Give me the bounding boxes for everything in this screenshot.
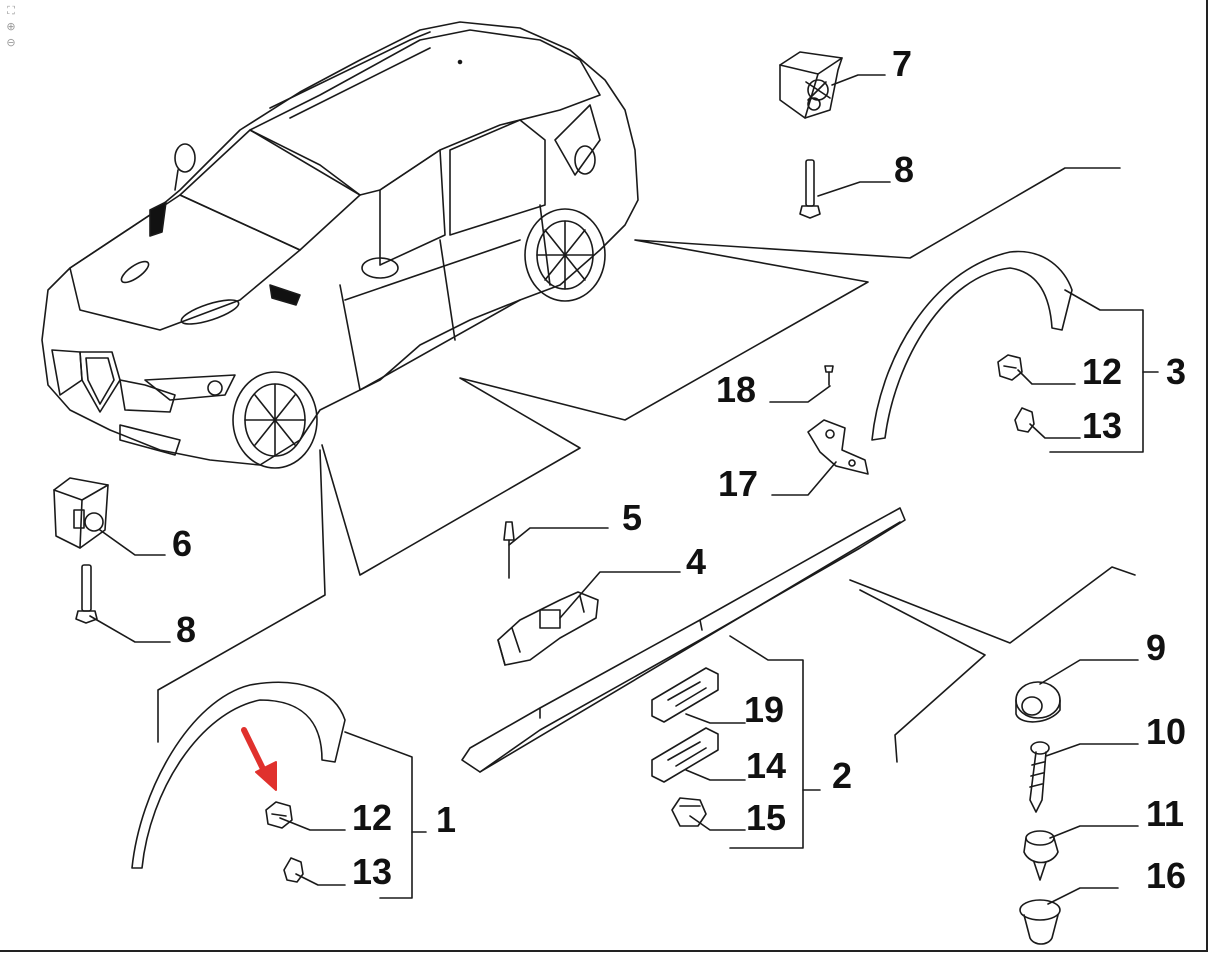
callout-7: 7 xyxy=(892,43,912,84)
part-9-nut xyxy=(1015,681,1061,723)
callout-19: 19 xyxy=(744,689,784,730)
part-4-mounting-module xyxy=(497,591,599,666)
viewer-toolbar: ⛶ ⊕ ⊖ xyxy=(4,4,20,52)
highlight-arrow xyxy=(241,727,277,791)
part-19-clip xyxy=(651,667,719,723)
callout-16: 16 xyxy=(1146,855,1186,896)
part-15-grommet xyxy=(671,797,707,827)
callout-17: 17 xyxy=(718,463,758,504)
callout-10: 10 xyxy=(1146,711,1186,752)
part-6-bracket-block xyxy=(53,477,109,549)
callout-13-lower: 13 xyxy=(352,851,392,892)
callout-6: 6 xyxy=(172,523,192,564)
part-8-bolt-left xyxy=(75,564,98,624)
part-14-clip xyxy=(651,727,719,783)
fit-page-icon[interactable]: ⛶ xyxy=(7,4,15,17)
part-12-clip-upper xyxy=(997,354,1023,381)
part-12-clip-lower xyxy=(265,801,293,829)
part-17-bracket xyxy=(807,419,869,475)
callout-labels: 7 8 12 3 13 18 17 5 6 4 8 9 19 10 14 2 1… xyxy=(172,43,1186,896)
callout-2: 2 xyxy=(832,755,852,796)
part-2-side-sill xyxy=(461,507,906,773)
callout-3: 3 xyxy=(1166,351,1186,392)
callout-11: 11 xyxy=(1146,793,1184,834)
callout-9: 9 xyxy=(1146,627,1166,668)
part-5-pin xyxy=(503,521,515,579)
part-1-front-wheel-arch xyxy=(131,681,346,869)
callout-leader-lines xyxy=(89,74,1159,905)
callout-12-lower: 12 xyxy=(352,797,392,838)
callout-14: 14 xyxy=(746,745,786,786)
part-16-cap xyxy=(1019,899,1061,945)
callout-4: 4 xyxy=(686,541,706,582)
zoom-in-icon[interactable]: ⊕ xyxy=(6,20,16,33)
callout-8-lower: 8 xyxy=(176,609,196,650)
part-10-screw xyxy=(1029,741,1050,813)
callout-5: 5 xyxy=(622,497,642,538)
part-18-screw xyxy=(824,365,834,386)
callout-12: 12 xyxy=(1082,351,1122,392)
callout-13: 13 xyxy=(1082,405,1122,446)
part-8-bolt-top xyxy=(799,159,821,219)
explode-guide-lines xyxy=(157,167,1136,763)
part-11-push-clip xyxy=(1023,830,1059,881)
callout-1: 1 xyxy=(436,799,456,840)
part-3-rear-wheel-arch xyxy=(871,250,1073,441)
part-7-bracket-block xyxy=(779,51,843,119)
part-13-clip-lower xyxy=(283,857,304,883)
callout-8: 8 xyxy=(894,149,914,190)
part-13-clip-upper xyxy=(1014,407,1035,433)
callout-15: 15 xyxy=(746,797,786,838)
car-illustration xyxy=(41,21,639,469)
callout-18: 18 xyxy=(716,369,756,410)
zoom-out-icon[interactable]: ⊖ xyxy=(6,36,16,49)
